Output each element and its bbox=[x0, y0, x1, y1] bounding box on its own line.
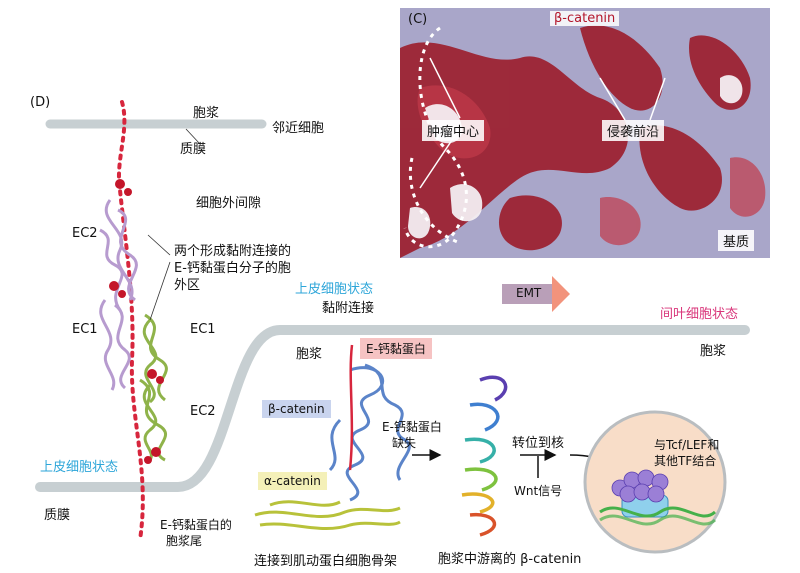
ectodomain-green bbox=[139, 313, 168, 464]
tcf-lef-line1: 与Tcf/LEF和 bbox=[654, 438, 720, 452]
extracellular-space-label: 细胞外间隙 bbox=[196, 196, 262, 211]
ec2-bottom-label: EC2 bbox=[190, 404, 216, 419]
e-cadherin-loss-line2: 缺失 bbox=[392, 436, 417, 450]
ectodomain-desc-line2: E-钙黏蛋白分子的胞 bbox=[174, 261, 291, 276]
ec1-left-label: EC1 bbox=[72, 322, 98, 337]
plasma-membrane bbox=[35, 325, 750, 492]
translocate-nucleus-label: 转位到核 bbox=[512, 436, 565, 451]
free-beta-catenin-structure bbox=[461, 375, 508, 537]
cyto-tail-line2: 胞浆尾 bbox=[166, 534, 203, 548]
calcium-ions bbox=[109, 179, 164, 464]
actin-link-label: 连接到肌动蛋白细胞骨架 bbox=[254, 554, 398, 569]
beta-catenin-tag: β-catenin bbox=[262, 400, 331, 418]
membrane-bottom-label: 质膜 bbox=[44, 508, 71, 523]
cadherin-tail-mid bbox=[348, 344, 354, 471]
e-cadherin-tag: E-钙黏蛋白 bbox=[360, 338, 432, 359]
ec1-right-label: EC1 bbox=[190, 322, 216, 337]
ectodomain-desc-line3: 外区 bbox=[174, 278, 201, 293]
emt-label: EMT bbox=[516, 286, 542, 300]
cytoplasm-mid-label: 胞浆 bbox=[296, 347, 323, 362]
emt-arrow bbox=[502, 276, 570, 312]
beta-catenin-structure bbox=[328, 363, 411, 502]
cytoplasm-right-label: 胞浆 bbox=[700, 344, 727, 359]
panel-c-letter: (C) bbox=[408, 12, 428, 27]
ectodomain-purple bbox=[99, 199, 138, 391]
cytoplasm-top-label: 胞浆 bbox=[193, 106, 220, 121]
cyto-tail-line1: E-钙黏蛋白的 bbox=[160, 518, 232, 532]
panel-d-letter: (D) bbox=[30, 95, 51, 110]
micrograph-panel: (C) β-catenin 肿瘤中心 侵袭前沿 基质 bbox=[400, 8, 770, 258]
tumor-center-label: 肿瘤中心 bbox=[422, 120, 485, 141]
tissue-micrograph-image bbox=[400, 8, 770, 258]
epithelial-state-left-label: 上皮细胞状态 bbox=[40, 460, 119, 475]
membrane-top-label: 质膜 bbox=[180, 142, 207, 157]
free-beta-catenin-label: 胞浆中游离的 β-catenin bbox=[438, 552, 582, 567]
panel-c-title: β-catenin bbox=[550, 11, 620, 26]
mesenchymal-state-label: 间叶细胞状态 bbox=[660, 307, 739, 322]
alpha-catenin-structure bbox=[254, 500, 401, 530]
e-cadherin-loss-line1: E-钙黏蛋白 bbox=[382, 420, 442, 434]
neighbor-cell-label: 邻近细胞 bbox=[272, 121, 325, 136]
adherens-junction-label: 黏附连接 bbox=[322, 301, 375, 316]
tf-complex bbox=[599, 469, 717, 526]
tcf-lef-line2: 其他TF结合 bbox=[654, 454, 717, 468]
invasive-front-label: 侵袭前沿 bbox=[602, 120, 665, 141]
ectodomain-desc-line1: 两个形成黏附连接的 bbox=[174, 244, 292, 259]
cadherin-tail-left bbox=[117, 100, 145, 542]
ec2-top-label: EC2 bbox=[72, 226, 98, 241]
wnt-signal-label: Wnt信号 bbox=[514, 484, 563, 498]
alpha-catenin-tag: α-catenin bbox=[258, 472, 327, 490]
stroma-label: 基质 bbox=[718, 230, 755, 251]
epithelial-state-top-label: 上皮细胞状态 bbox=[295, 282, 374, 297]
